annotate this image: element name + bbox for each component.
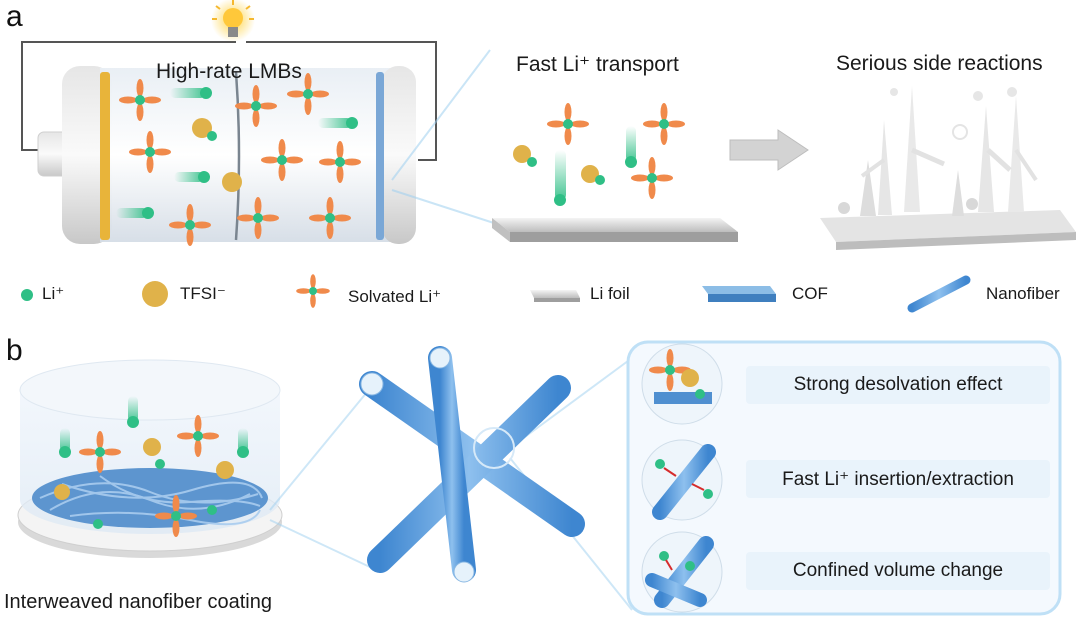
legend-li-foil-label: Li foil xyxy=(590,284,630,303)
battery-label: High-rate LMBs xyxy=(156,60,302,83)
legend-solvated-icon xyxy=(296,274,330,308)
legend-nanofiber-label: Nanofiber xyxy=(986,284,1060,303)
legend-cof-icon xyxy=(702,286,776,302)
legend-nanofiber-icon xyxy=(907,275,971,313)
battery-illustration xyxy=(21,0,437,246)
nanofiber-bundle-illustration xyxy=(359,346,585,583)
light-bulb-icon xyxy=(211,0,255,42)
side-reactions-label: Serious side reactions xyxy=(836,52,1043,75)
zoom-beams-a xyxy=(391,49,501,226)
legend-li-icon xyxy=(21,289,33,301)
legend-tfsi-icon xyxy=(142,281,168,307)
feature-volume-change: Confined volume change xyxy=(746,552,1050,590)
legend-tfsi-label: TFSI⁻ xyxy=(180,284,226,303)
legend-cof-label: COF xyxy=(792,284,828,303)
legend-li-label: Li⁺ xyxy=(42,284,65,303)
feature-insertion-extraction: Fast Li⁺ insertion/extraction xyxy=(746,460,1050,498)
li-foil-transport xyxy=(492,103,738,242)
dendrite-illustration xyxy=(820,86,1076,250)
arrow-right-icon xyxy=(729,129,809,171)
panel-letter-b: b xyxy=(6,334,23,367)
panel-letter-a: a xyxy=(6,0,23,33)
legend-solvated-label: Solvated Li⁺ xyxy=(348,287,442,306)
legend-li-foil-icon xyxy=(530,290,580,302)
feature-desolvation: Strong desolvation effect xyxy=(746,366,1050,404)
coating-label: Interweaved nanofiber coating xyxy=(4,591,272,613)
nanofiber-coating-illustration xyxy=(17,359,283,558)
transport-label: Fast Li⁺ transport xyxy=(516,53,679,76)
